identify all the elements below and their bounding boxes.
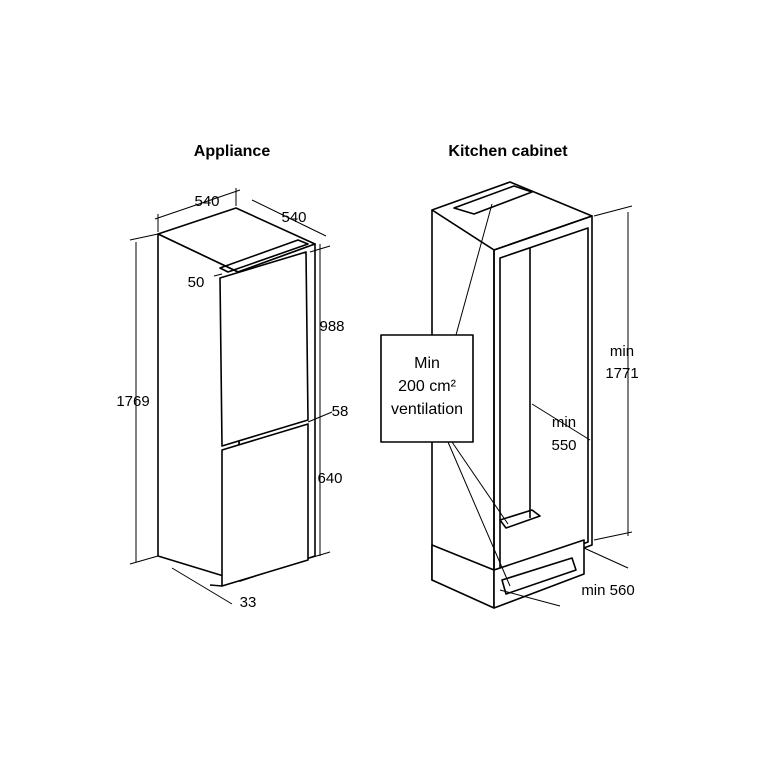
cabinet-width-dim-line	[531, 403, 591, 441]
appliance-middle-gap-label: 58	[332, 403, 349, 420]
ventilation-line-2: 200 cm²	[398, 378, 456, 395]
appliance-lower-door	[221, 423, 309, 587]
width-dim-line	[154, 189, 241, 220]
height-dim-tick-top	[129, 233, 159, 241]
cabinet-width-label-line-1: min	[552, 414, 576, 431]
cabinet-title: Kitchen cabinet	[448, 143, 568, 160]
appliance-depth-label: 540	[281, 209, 306, 226]
top-gap-leader	[213, 273, 223, 277]
appliance-title: Appliance	[194, 143, 271, 160]
ventilation-leaders	[447, 203, 511, 587]
cabinet-front-frame	[493, 215, 593, 581]
appliance-top-gap-label: 50	[188, 274, 205, 291]
appliance-width-label: 540	[194, 193, 219, 210]
cabinet-inner-opening	[499, 227, 589, 575]
leader-inner-vent	[451, 441, 509, 525]
door-dim-tick-bottom	[309, 551, 331, 559]
cabinet-depth-label: min 560	[581, 582, 634, 599]
door-dim-tick-top	[309, 245, 331, 253]
appliance-drawing	[157, 207, 316, 587]
appliance-upper-door-label: 988	[319, 318, 344, 335]
cabinet-height-tick-top	[593, 205, 633, 217]
appliance-upper-door	[219, 251, 309, 447]
cabinet-height-label-line-1: min	[610, 343, 634, 360]
ventilation-box	[380, 334, 474, 443]
cabinet-dimension-lines	[499, 205, 633, 607]
appliance-lower-door-label: 640	[317, 470, 342, 487]
height-dim-tick-bottom	[129, 555, 159, 565]
cabinet-plinth-vent	[501, 557, 577, 595]
appliance-height-label: 1769	[116, 393, 149, 410]
appliance-top-vent	[219, 239, 309, 273]
leader-top-vent	[455, 203, 493, 336]
ventilation-line-3: ventilation	[391, 401, 463, 418]
cabinet-depth-dim-line-a	[499, 589, 561, 607]
cabinet-top-vent	[453, 185, 533, 215]
cabinet-bottom-inner-vent	[499, 509, 541, 529]
depth-dim-line	[251, 199, 327, 237]
ventilation-line-1: Min	[414, 355, 440, 372]
cabinet-width-label-line-2: 550	[551, 437, 576, 454]
leader-plinth-vent	[447, 441, 511, 587]
appliance-dimension-lines	[129, 188, 333, 605]
appliance-plinth	[209, 584, 223, 587]
cabinet-height-label-line-2: 1771	[605, 365, 638, 382]
door-dim-tick-mid	[307, 411, 333, 423]
cabinet-height-tick-bottom	[593, 531, 633, 541]
cabinet-plinth-front	[493, 539, 585, 609]
bottom-dim-line	[171, 567, 233, 605]
cabinet-depth-dim-line-b	[583, 547, 629, 569]
appliance-bottom-gap-label: 33	[240, 594, 257, 611]
